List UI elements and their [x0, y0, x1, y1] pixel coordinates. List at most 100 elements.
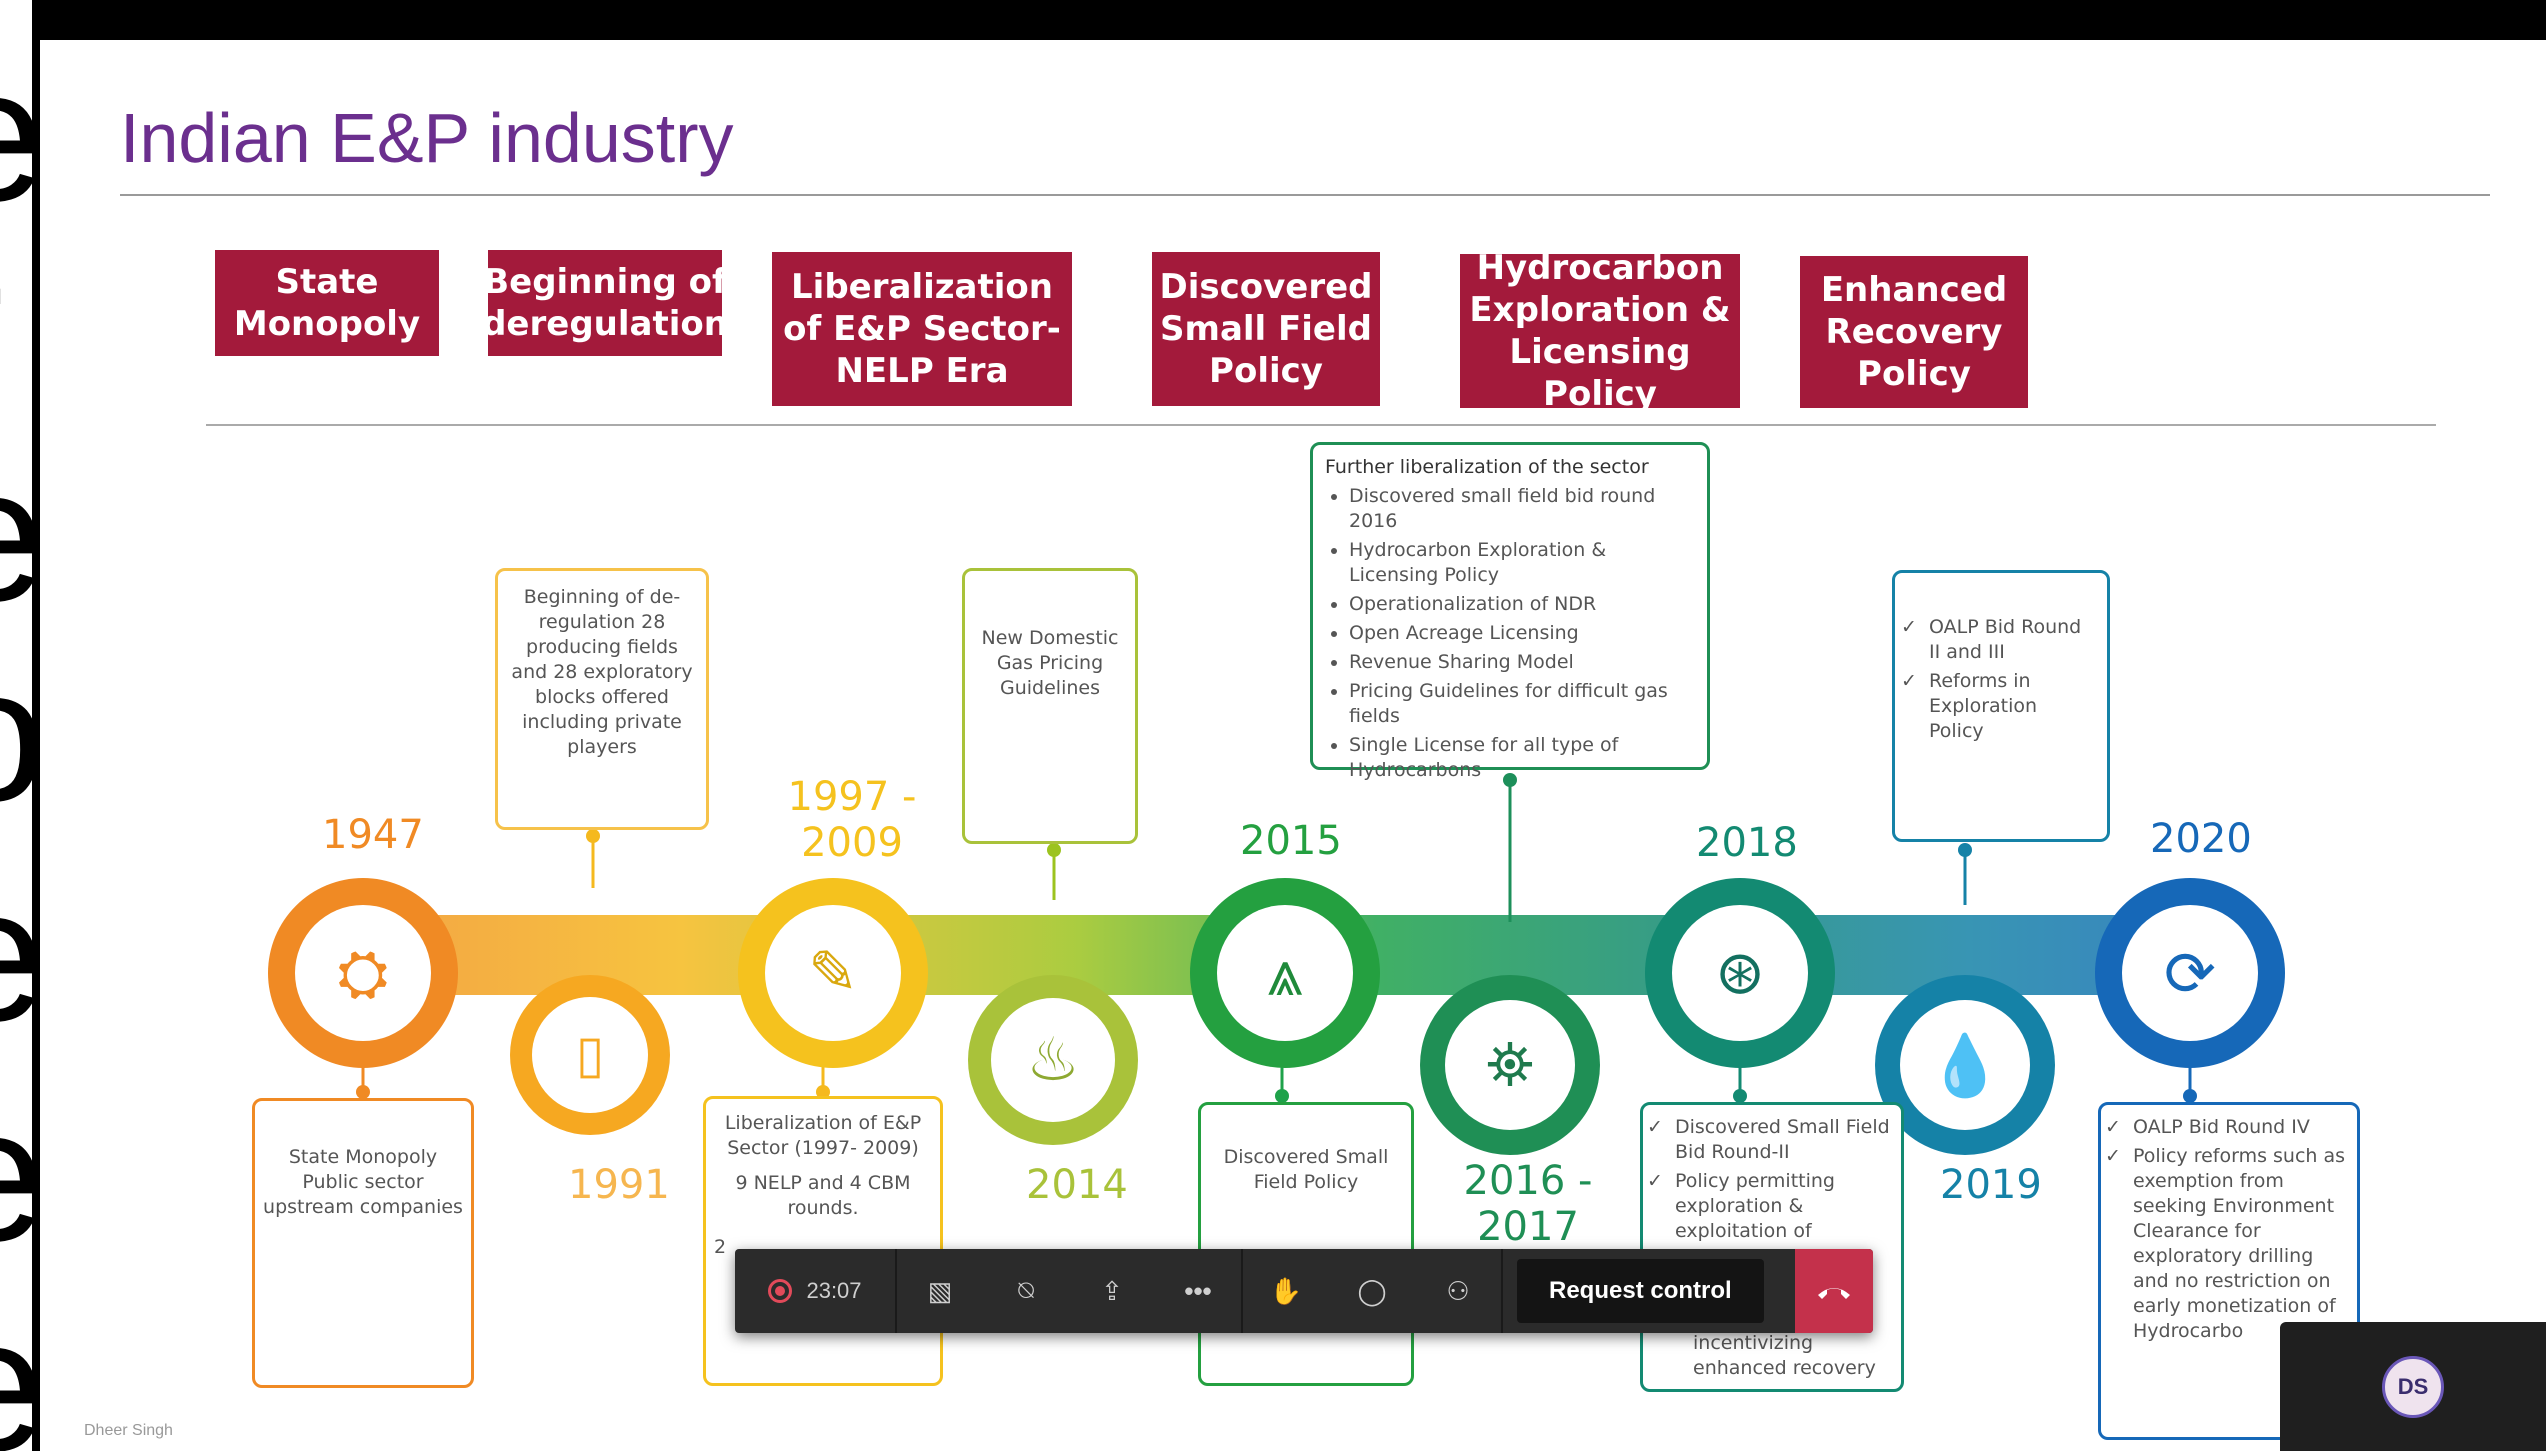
camera-off-button[interactable]: ▧ [897, 1249, 983, 1333]
list-item: Single License for all type of Hydrocarb… [1349, 733, 1695, 783]
milestone-1997-circle: ✎ [738, 878, 928, 1068]
oil-barrel-icon: ▯ [575, 1026, 605, 1084]
info-box-1991: Beginning of de-regulation 28 producing … [495, 568, 709, 830]
presenter-name-label: Dheer Singh [84, 1422, 173, 1439]
info-box-2018-tail: incentivizing enhanced recovery [1693, 1332, 1876, 1379]
valve-icon: ⊛ [1714, 939, 1766, 1006]
phase-deregulation: Beginning of deregulation [482, 250, 728, 356]
derrick-icon: ⩓ [1266, 936, 1304, 1009]
oil-rig-icon: ⛭ [337, 936, 389, 1009]
milestone-2016-circle: ⛯ [1420, 975, 1600, 1155]
milestone-2015-circle: ⩓ [1190, 878, 1380, 1068]
more-options-button[interactable]: ••• [1184, 1275, 1212, 1306]
shared-slide: Indian E&P industry State Monopoly Begin… [40, 40, 2546, 1451]
info-box-2014: New Domestic Gas Pricing Guidelines [962, 568, 1138, 844]
info-box-1997-line: 9 NELP and 4 CBM rounds. [735, 1172, 911, 1219]
phone-hangup-icon [1818, 1288, 1850, 1299]
list-item: OALP Bid Round II and III [1929, 615, 2097, 665]
year-2018: 2018 [1696, 820, 1798, 866]
participant-video-tile[interactable]: DS [2280, 1322, 2546, 1451]
info-box-2020-list: OALP Bid Round IV Policy reforms such as… [2109, 1115, 2349, 1344]
year-1947: 1947 [322, 812, 424, 858]
mic-off-icon: ⍉ [1018, 1275, 1034, 1305]
phase-help: Hydrocarbon Exploration & Licensing Poli… [1460, 248, 1740, 414]
info-box-2018-list: Discovered Small Field Bid Round-II Poli… [1651, 1115, 1893, 1244]
year-2019: 2019 [1940, 1162, 2042, 1208]
title-divider [120, 194, 2490, 196]
list-item: Policy permitting exploration & exploita… [1675, 1169, 1893, 1244]
info-box-2019-list: OALP Bid Round II and III Reforms in Exp… [1905, 615, 2097, 744]
milestone-1991-circle: ▯ [510, 975, 670, 1135]
participants-button[interactable]: ⚇ [1415, 1249, 1501, 1333]
edge-letter: e [0, 860, 32, 1050]
list-item: Open Acreage Licensing [1349, 621, 1695, 646]
year-2015: 2015 [1240, 818, 1342, 864]
year-2020: 2020 [2150, 816, 2252, 862]
edge-letter: e [0, 1080, 32, 1270]
year-2016-2017: 2016 - 2017 [1463, 1158, 1593, 1250]
phase-nelp-era: Liberalization of E&P Sector- NELP Era [772, 252, 1072, 406]
toolbar-divider [1241, 1249, 1243, 1333]
oil-drop-icon: 💧 [1927, 1031, 2003, 1099]
info-box-2015: Discovered Small Field Policy [1198, 1102, 1414, 1386]
milestone-2020-circle: ⟳ [2095, 878, 2285, 1068]
list-item: Revenue Sharing Model [1349, 650, 1695, 675]
edge-letter: r [0, 230, 3, 420]
people-icon: ⚇ [1446, 1275, 1470, 1306]
phase-state-monopoly: State Monopoly [215, 250, 439, 356]
left-edge-text-strip: e r e o e e e [0, 0, 32, 1451]
info-box-1997-line: 2 [714, 1236, 727, 1258]
call-timer: 23:07 [806, 1278, 862, 1303]
info-box-1997-line: Liberalization of E&P Sector (1997- 2009… [724, 1112, 922, 1159]
milestone-1947-circle: ⛭ [268, 878, 458, 1068]
list-item: OALP Bid Round IV [2133, 1115, 2349, 1140]
hang-up-button[interactable] [1795, 1249, 1873, 1333]
list-item: Reforms in Exploration Policy [1929, 669, 2097, 744]
offshore-platform-icon: ⛯ [1486, 1031, 1534, 1098]
cycle-document-icon: ⟳ [2164, 939, 2216, 1009]
info-box-2018: Discovered Small Field Bid Round-II Poli… [1640, 1102, 1904, 1392]
request-control-button[interactable]: Request control [1517, 1259, 1764, 1323]
toolbar-divider [1501, 1249, 1503, 1333]
list-item: Hydrocarbon Exploration & Licensing Poli… [1349, 538, 1695, 588]
edge-letter: o [0, 640, 32, 830]
toolbar-divider [895, 1249, 897, 1333]
edge-letter: e [0, 440, 32, 630]
list-item: Operationalization of NDR [1349, 592, 1695, 617]
list-item: Discovered small field bid round 2016 [1349, 484, 1695, 534]
chat-button[interactable]: ◯ [1329, 1249, 1415, 1333]
info-box-1997: Liberalization of E&P Sector (1997- 2009… [703, 1096, 943, 1386]
info-box-2019: OALP Bid Round II and III Reforms in Exp… [1892, 570, 2110, 842]
hand-icon: ✋ [1269, 1275, 1303, 1306]
info-box-1947: State Monopoly Public sector upstream co… [252, 1098, 474, 1388]
info-box-2016: Further liberalization of the sector Dis… [1310, 442, 1710, 781]
edge-letter: e [0, 40, 32, 230]
phase-dsf-policy: Discovered Small Field Policy [1152, 252, 1380, 406]
list-item: Discovered Small Field Bid Round-II [1675, 1115, 1893, 1165]
milestone-2014-circle: ♨ [968, 975, 1138, 1145]
year-1991: 1991 [568, 1162, 670, 1208]
milestone-2019-circle: 💧 [1875, 975, 2055, 1155]
mic-muted-button[interactable]: ⍉ [983, 1249, 1069, 1333]
slide-title: Indian E&P industry [120, 99, 734, 177]
meeting-control-bar: 23:07 ▧ ⍉ ⇪ ••• ✋ ◯ ⚇ Request control [735, 1249, 1873, 1333]
share-icon: ⇪ [1101, 1275, 1123, 1306]
recording-indicator[interactable]: 23:07 [735, 1249, 895, 1333]
list-item: Policy reforms such as exemption from se… [2133, 1144, 2349, 1344]
share-screen-button[interactable]: ⇪ [1069, 1249, 1155, 1333]
info-box-2016-list: Discovered small field bid round 2016 Hy… [1325, 484, 1695, 783]
participant-avatar: DS [2382, 1356, 2444, 1418]
milestone-2018-circle: ⊛ [1645, 878, 1835, 1068]
list-item: Pricing Guidelines for difficult gas fie… [1349, 679, 1695, 729]
flame-icon: ♨ [1026, 1026, 1080, 1093]
year-1997-2009: 1997 - 2009 [787, 774, 917, 866]
camera-off-icon: ▧ [927, 1275, 953, 1306]
chat-icon: ◯ [1357, 1275, 1387, 1306]
document-icon: ✎ [807, 939, 859, 1006]
edge-letter: e [0, 1290, 32, 1451]
record-icon [768, 1279, 793, 1303]
info-box-2016-heading: Further liberalization of the sector [1325, 456, 1649, 478]
year-2014: 2014 [1026, 1162, 1128, 1208]
phase-divider [206, 424, 2436, 426]
raise-hand-button[interactable]: ✋ [1243, 1249, 1329, 1333]
